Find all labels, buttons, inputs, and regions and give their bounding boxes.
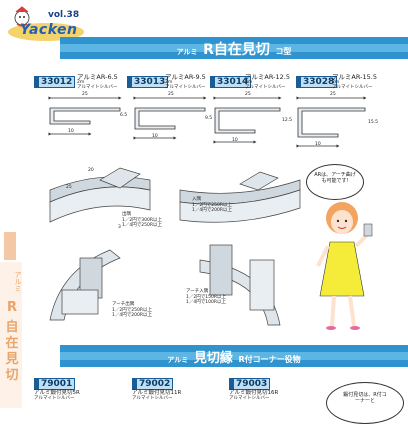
dim-label: 10	[152, 134, 158, 139]
banner1-suffix: コ型	[275, 47, 292, 56]
banner2-prefix: アルミ	[167, 356, 189, 364]
arch-out-illustration	[49, 249, 121, 321]
profile-33028	[296, 96, 367, 148]
product-name: アルミ鍛付見切11R アルマイトシルバー	[132, 390, 182, 401]
sidebar-accent	[4, 232, 16, 260]
sidebar-title-char: 切	[5, 368, 19, 383]
banner2-suffix: R付コーナー役物	[238, 355, 301, 364]
product-code-79003: 79003	[229, 378, 271, 390]
woman-character-icon	[316, 202, 373, 330]
product-name: アルミ鍛付見切5R アルマイトシルバー	[34, 390, 80, 401]
sidebar-title-char: 見	[5, 352, 19, 367]
dim-label: 25	[82, 92, 88, 97]
profile-diagrams	[48, 96, 367, 148]
banner1-title: R自在見切	[203, 42, 270, 58]
product-code-33028: 33028	[296, 76, 338, 88]
banner1-prefix: アルミ	[176, 48, 198, 56]
product-code-33013: 33013	[127, 76, 169, 88]
out-corner-illustration	[49, 167, 151, 223]
profile-33012	[48, 96, 122, 136]
dim-label: 25	[168, 92, 174, 97]
product-code-79001: 79001	[34, 378, 76, 390]
sidebar-title-char: 在	[5, 336, 19, 351]
product-code-33014: 33014	[210, 76, 252, 88]
mascot-logo-icon	[8, 6, 84, 41]
usage-illustrations	[49, 167, 301, 326]
product-code-79002: 79002	[132, 378, 174, 390]
sidebar-bar	[0, 262, 22, 408]
note-in-corner: 入隅 1／2円で250R以上 1／4円で200R以上	[192, 197, 232, 213]
logo-text: Yacken	[20, 22, 78, 38]
product-code-33012: 33012	[34, 76, 76, 88]
dim-label: 10	[68, 129, 74, 134]
product-name: アルミAR-9.5 2m アルマイトシルバー	[165, 73, 206, 90]
dim-label: 6.5	[120, 113, 128, 118]
section2-banner: アルミ 見切縁 R付コーナー役物	[60, 345, 408, 367]
dim-label: 25	[66, 185, 72, 190]
logo	[6, 4, 86, 44]
profile-33014	[213, 96, 282, 144]
banner2-title: 見切縁	[193, 351, 233, 366]
sidebar-prefix: アルミ	[14, 270, 22, 292]
speech-bubble	[306, 164, 364, 200]
in-corner-illustration	[179, 171, 301, 223]
dim-label: 20	[88, 168, 94, 173]
speech-bubble-text: ARは、アーチ曲げも可能です!	[314, 172, 356, 184]
dim-label: 9.5	[205, 116, 213, 121]
section1-banner: アルミ R自在見切 コ型	[60, 37, 408, 59]
profile-33013	[133, 96, 207, 140]
note-arch-out: アーチ出隅 1／2円で250R以上 1／4円で200R以上	[112, 302, 152, 318]
product-name: アルミAR-15.5 2m アルマイトシルバー	[332, 73, 377, 90]
dim-label: 15.5	[368, 120, 379, 125]
dim-label: 12.5	[282, 118, 293, 123]
product-name: アルミ鍛付見切16R アルマイトシルバー	[229, 390, 279, 401]
volume-label: vol.38	[48, 10, 80, 20]
note-arch-in: アーチ入隅 1／2円で150R以上 1／4円で100R以上	[186, 289, 226, 305]
product-name: アルミAR-12.5 2m アルマイトシルバー	[245, 73, 290, 90]
sidebar-title-char: R	[6, 300, 17, 315]
arch-in-illustration	[199, 244, 281, 326]
callout-text: 鍛付見切は、R付コーナーと	[343, 392, 387, 404]
dim-label: 3	[118, 225, 121, 230]
dim-label: 25	[245, 92, 251, 97]
note-out-corner: 出隅 1／2円で300R以上 1／4円で250R以上	[122, 212, 162, 228]
dim-label: 10	[232, 138, 238, 143]
dim-label: 10	[315, 142, 321, 147]
product-name: アルミAR-6.5 2m アルマイトシルバー	[77, 73, 118, 90]
dim-label: 25	[330, 92, 336, 97]
sidebar-title-char: 自	[5, 320, 19, 335]
